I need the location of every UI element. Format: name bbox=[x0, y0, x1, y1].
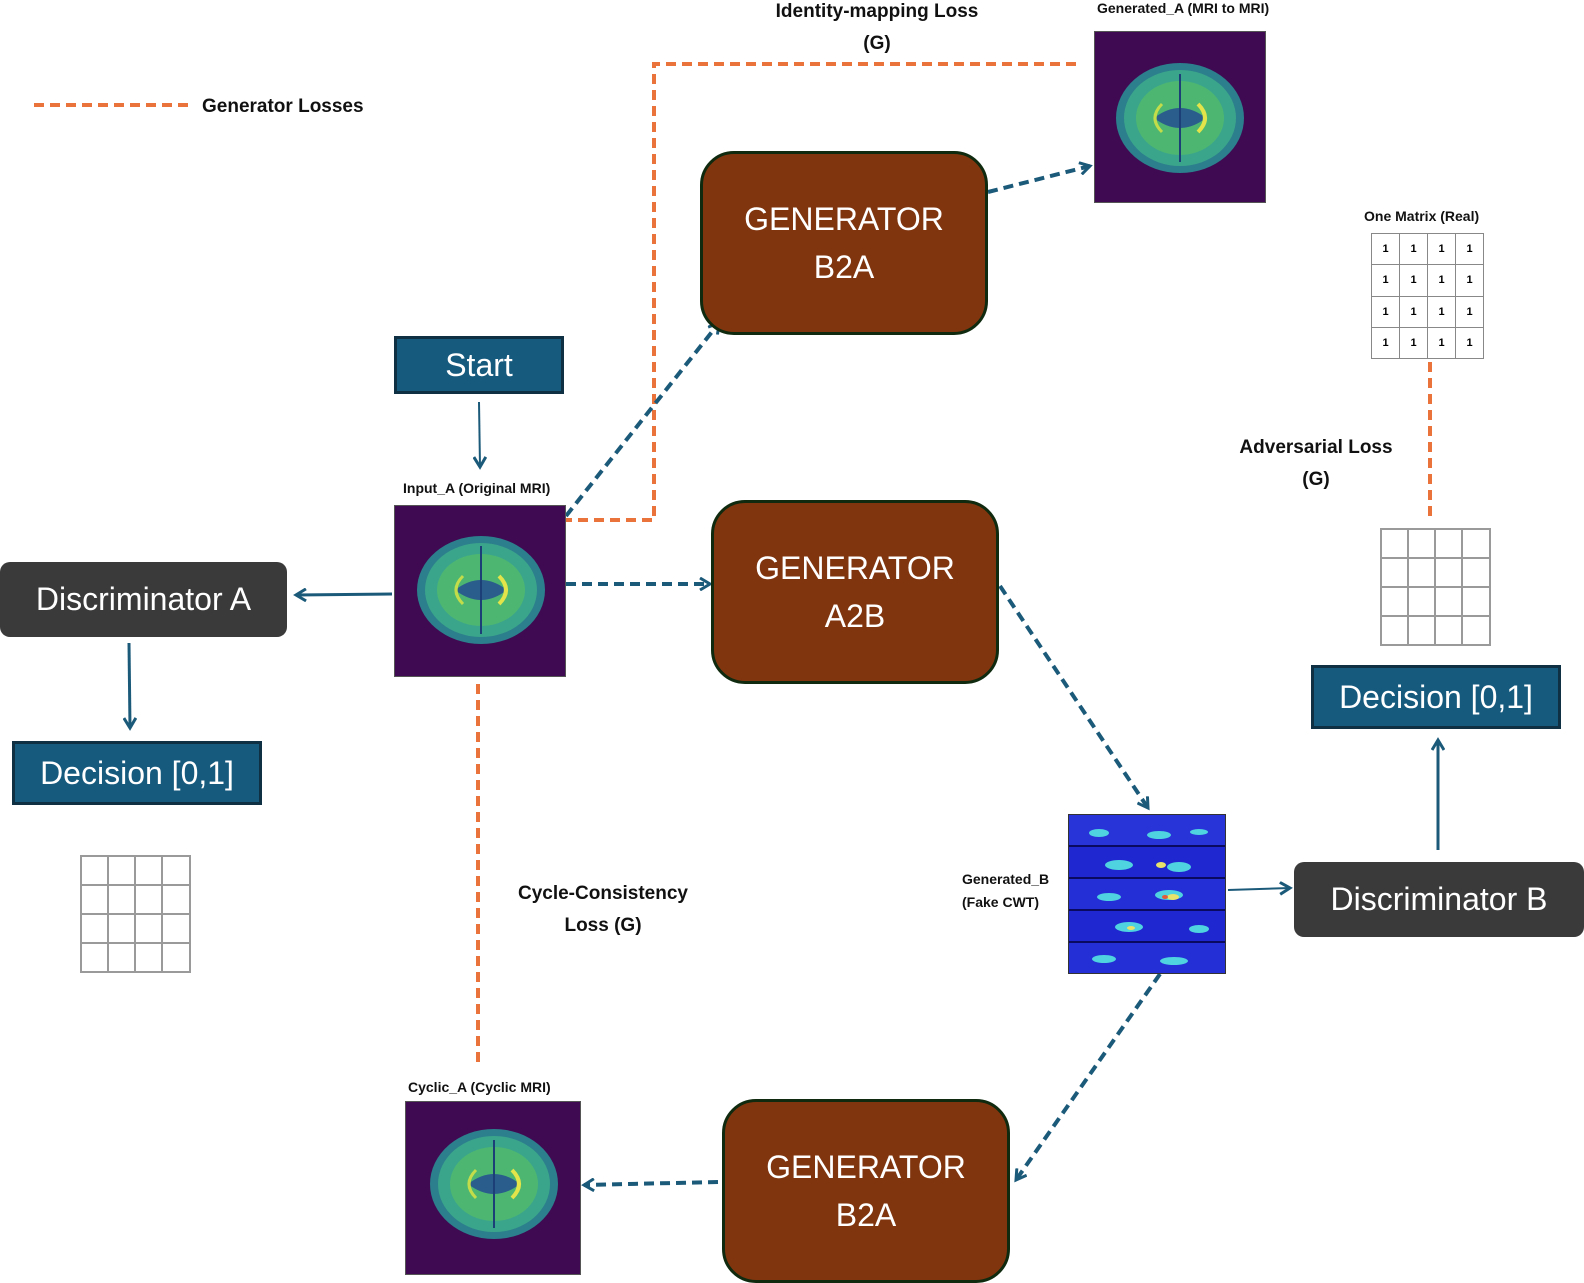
generator-b2a-bottom: GENERATOR B2A bbox=[722, 1099, 1010, 1283]
cycle-loss-label: Cycle-Consistency Loss (G) bbox=[500, 878, 706, 942]
input-a-mri-image bbox=[394, 505, 566, 677]
brain-scan-icon bbox=[1116, 63, 1244, 173]
cyclic-a-caption: Cyclic_A (Cyclic MRI) bbox=[408, 1079, 551, 1095]
cycle-loss-line2: Loss (G) bbox=[564, 915, 642, 936]
one-matrix-cell: 1 bbox=[1427, 264, 1456, 297]
identity-loss-line2: (G) bbox=[863, 33, 891, 54]
arrow-gen-b2a-bottom-to-cyclic-a bbox=[584, 1182, 719, 1185]
decision-right-label: Decision [0,1] bbox=[1339, 678, 1533, 715]
decision-left: Decision [0,1] bbox=[12, 741, 262, 805]
arrow-gen-b2a-top-to-generated-a bbox=[987, 166, 1090, 194]
generated-b-caption-line2: (Fake CWT) bbox=[962, 894, 1039, 910]
decision-left-label: Decision [0,1] bbox=[40, 754, 234, 791]
one-matrix-cell: 1 bbox=[1427, 326, 1456, 360]
adversarial-loss-line1: Adversarial Loss bbox=[1239, 437, 1393, 458]
discriminator-a-label: Discriminator A bbox=[35, 581, 252, 617]
brain-scan-icon bbox=[417, 536, 545, 644]
cyclic-a-mri-image bbox=[405, 1101, 581, 1275]
arrow-start-to-input bbox=[479, 401, 480, 467]
one-matrix-cell: 1 bbox=[1455, 264, 1484, 297]
generator-b2a-top: GENERATOR B2A bbox=[700, 151, 988, 335]
brain-scan-icon bbox=[430, 1129, 558, 1239]
one-matrix-cell: 1 bbox=[1427, 295, 1456, 328]
generator-b2a-top-line2: B2A bbox=[813, 249, 875, 285]
arrow-input-to-discriminator-a bbox=[296, 594, 393, 595]
generator-a2b-line2: A2B bbox=[824, 598, 886, 634]
one-matrix-cell: 1 bbox=[1455, 326, 1484, 360]
discriminator-a-output-grid bbox=[80, 855, 191, 973]
generated-b-cwt-image bbox=[1068, 814, 1226, 974]
cycle-loss-line1: Cycle-Consistency bbox=[517, 883, 688, 904]
cwt-scalogram-icon bbox=[1069, 815, 1225, 973]
one-matrix-cell: 1 bbox=[1371, 326, 1400, 360]
discriminator-b-label: Discriminator B bbox=[1330, 881, 1548, 917]
generator-a2b: GENERATOR A2B bbox=[711, 500, 999, 684]
arrow-generated-b-to-discriminator-b bbox=[1227, 888, 1290, 890]
one-matrix-cell: 1 bbox=[1399, 264, 1428, 297]
start-box: Start bbox=[394, 336, 564, 394]
input-a-caption: Input_A (Original MRI) bbox=[403, 480, 551, 496]
decision-right: Decision [0,1] bbox=[1311, 665, 1561, 729]
start-label: Start bbox=[445, 346, 513, 383]
identity-loss-line1: Identity-mapping Loss bbox=[775, 1, 979, 22]
one-matrix-title: One Matrix (Real) bbox=[1364, 208, 1480, 224]
generated-b-caption: Generated_B (Fake CWT) bbox=[962, 868, 1049, 914]
discriminator-b-output-grid bbox=[1380, 528, 1491, 646]
one-matrix-cell: 1 bbox=[1371, 264, 1400, 297]
generated-a-caption: Generated_A (MRI to MRI) bbox=[1097, 0, 1270, 16]
legend-label: Generator Losses bbox=[202, 96, 364, 117]
arrow-gen-a2b-to-generated-b bbox=[998, 584, 1150, 808]
arrow-discriminator-a-to-decision bbox=[129, 642, 130, 728]
arrow-input-to-gen-b2a-top bbox=[564, 323, 719, 518]
one-matrix-cell: 1 bbox=[1399, 295, 1428, 328]
one-matrix-cell: 1 bbox=[1455, 232, 1484, 266]
one-matrix-cell: 1 bbox=[1371, 295, 1400, 328]
one-matrix-cell: 1 bbox=[1371, 232, 1400, 266]
adversarial-loss-label: Adversarial Loss (G) bbox=[1226, 432, 1406, 496]
discriminator-b: Discriminator B bbox=[1294, 862, 1584, 937]
arrow-generated-b-to-gen-b2a-bottom bbox=[1016, 972, 1162, 1180]
one-matrix-cell: 1 bbox=[1427, 232, 1456, 266]
identity-loss-line bbox=[562, 62, 1082, 522]
discriminator-a: Discriminator A bbox=[0, 562, 287, 637]
generator-b2a-bottom-line2: B2A bbox=[835, 1197, 897, 1233]
one-matrix-cell: 1 bbox=[1399, 326, 1428, 360]
generator-a2b-line1: GENERATOR bbox=[755, 550, 955, 586]
generated-b-caption-line1: Generated_B bbox=[962, 871, 1050, 887]
generated-a-mri-image bbox=[1094, 31, 1266, 203]
one-matrix-cell: 1 bbox=[1399, 232, 1428, 266]
one-matrix-cell: 1 bbox=[1455, 295, 1484, 328]
generator-b2a-top-line1: GENERATOR bbox=[744, 201, 944, 237]
generator-b2a-bottom-line1: GENERATOR bbox=[766, 1149, 966, 1185]
identity-loss-label: Identity-mapping Loss (G) bbox=[756, 0, 998, 60]
adversarial-loss-line2: (G) bbox=[1302, 469, 1330, 490]
